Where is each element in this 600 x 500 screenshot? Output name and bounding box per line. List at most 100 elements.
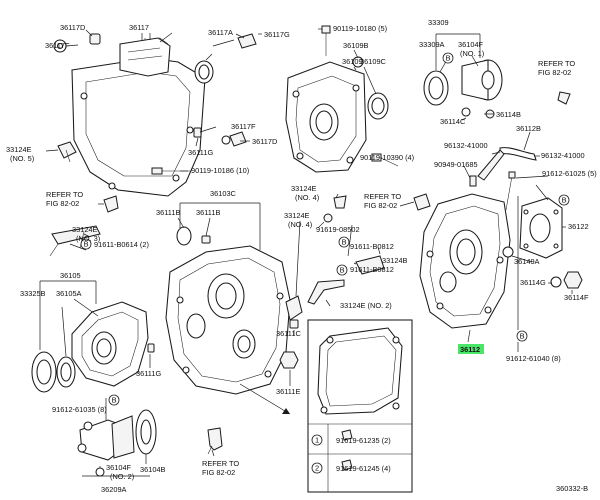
bolt-36111e[interactable] [279,351,299,369]
label-36109[interactable]: 36109 [342,57,363,66]
label-36111g-top[interactable]: 36111G [188,148,213,157]
label-90119-10390[interactable]: 90119-10390 (4) [360,153,414,162]
label-36209a[interactable]: 36209A [101,485,127,494]
label-33309[interactable]: 33309 [428,18,449,27]
label-36117d[interactable]: 36117D [60,23,85,32]
label-96132-b[interactable]: 96132-41000 [541,151,585,160]
washer-36104f-no2[interactable] [95,467,105,477]
label-36149a[interactable]: 36149A [514,257,540,266]
label-36112b[interactable]: 36112B [516,124,541,133]
label-33124e-b[interactable]: 33124E [284,211,310,220]
label-refer-4[interactable]: REFER TO [202,459,239,468]
label-36109c[interactable]: 36109C [360,57,387,66]
label-36111b[interactable]: 36111B [156,208,180,217]
label-91619-08502[interactable]: 91619-08502 [316,225,360,234]
label-36114c[interactable]: 36114C [440,117,466,126]
label-36114b[interactable]: 36114B [496,110,521,119]
seal-36109c[interactable] [367,92,389,120]
label-36111c[interactable]: 36111C [276,329,301,338]
label-33325b[interactable]: 33325B [20,289,46,298]
oil-seal-33309a[interactable] [423,70,449,106]
shift-lever-bracket[interactable] [285,295,303,321]
clip-33124e-no4[interactable] [333,195,347,209]
bolt-91619-61245[interactable] [341,459,353,471]
label-91612-61040[interactable]: 91612-61040 (8) [506,354,561,363]
seal-36109b[interactable] [352,56,364,68]
label-36105a[interactable]: 36105A [56,289,82,298]
pin-36111g-top[interactable] [193,127,202,138]
label-36111b-b[interactable]: 36111B [196,208,220,217]
label-91611-b0614[interactable]: 91611-B0614 (2) [94,240,149,249]
oil-seal-36117g[interactable] [194,60,214,84]
bolt-91619-08502[interactable] [317,213,333,229]
label-36103c[interactable]: 36103C [210,189,237,198]
label-36111g-mid[interactable]: 36111G [136,369,161,378]
label-91611-b0812-a[interactable]: 91611-B0812 [350,242,394,251]
label-refer-3-fig[interactable]: FIG 82-02 [538,68,571,77]
label-refer-4-fig[interactable]: FIG 82-02 [202,468,235,477]
label-refer-2[interactable]: REFER TO [364,192,401,201]
bolt-90119-10390[interactable] [371,153,399,167]
bolt-91619-61235[interactable] [341,429,353,441]
label-36104b[interactable]: 36104B [140,465,166,474]
label-91611-b0812-b[interactable]: 91611-B0812 [350,265,394,274]
label-91612-61035[interactable]: 91612-61035 (8) [52,405,107,414]
oil-seal-36104b[interactable] [135,409,157,455]
clip-refer-82-02-top[interactable] [557,91,571,105]
front-drive-flange-36209a[interactable] [77,415,135,461]
washer-36114c[interactable] [461,107,471,117]
label-36104f[interactable]: 36104F [458,40,484,49]
label-33124e-no5[interactable]: 33124E [6,145,32,154]
label-96132-a[interactable]: 96132-41000 [444,141,488,150]
cover-36122[interactable] [519,197,563,259]
label-refer-1[interactable]: REFER TO [46,190,83,199]
label-33124e-no3[interactable]: 33124E [72,225,98,234]
oil-seal-36105a[interactable] [56,356,76,388]
label-refer-2-fig[interactable]: FIG 82-02 [364,201,397,210]
label-33124e-no2[interactable]: 33124E (NO. 2) [340,301,392,310]
label-36117f[interactable]: 36117F [45,41,70,50]
plug-36117d-b[interactable] [221,131,247,147]
bracket-33124e-no3[interactable] [49,225,101,257]
label-36122[interactable]: 36122 [568,222,589,231]
label-36117[interactable]: 36117 [129,23,149,32]
pin-36111g-mid[interactable] [147,343,155,353]
label-refer-1-fig[interactable]: FIG 82-02 [46,199,79,208]
breather-hose-36112b[interactable] [477,147,537,181]
label-90119-10186[interactable]: 90119-10186 (10) [191,166,249,175]
plug-36117d[interactable] [89,33,101,45]
label-36109b[interactable]: 36109B [343,41,369,50]
bracket-refer-82-02-bottom[interactable] [207,427,223,455]
transfer-case-36103c[interactable] [165,245,291,395]
label-36105[interactable]: 36105 [60,271,81,280]
label-33124e-no4[interactable]: 33124E [291,184,317,193]
gasket-36114g[interactable] [550,276,562,288]
label-33309a[interactable]: 33309A [419,40,445,49]
companion-flange-33309[interactable] [461,59,503,101]
bolt-90119-10180[interactable] [321,25,331,56]
nut-36114f[interactable] [563,271,583,289]
bracket-33124e-no2[interactable] [307,279,345,305]
label-91619-61245[interactable]: 91619-61245 (4) [336,464,391,473]
label-36117d-b[interactable]: 36117D [252,137,277,146]
label-91619-61235[interactable]: 91619-61235 (2) [336,436,391,445]
clip-refer-82-02-left[interactable] [103,195,119,213]
clip-refer-82-02-mid[interactable] [413,193,431,211]
oil-seal-36111b[interactable] [176,226,192,246]
label-90119-10180[interactable]: 90119-10180 (5) [333,24,387,33]
front-transfer-case-36112[interactable] [419,193,511,329]
washer-36149a[interactable] [502,246,514,258]
oil-seal-33325b[interactable] [31,351,57,393]
label-36114f[interactable]: 36114F [564,293,589,302]
bracket-33124b[interactable] [355,255,385,275]
rear-cover-assembly[interactable] [71,37,206,197]
pin-36111b[interactable] [201,235,211,244]
bolt-36112-stud[interactable] [505,171,516,211]
label-91612-61025[interactable]: 91612-61025 (5) [542,169,597,178]
label-36104f-2[interactable]: 36104F [106,463,132,472]
label-36111e[interactable]: 36111E [276,387,300,396]
label-36117g[interactable]: 36117G [264,30,290,39]
label-36117f-b[interactable]: 36117F [231,122,256,131]
gasket-36117f[interactable] [53,39,67,53]
label-36114g[interactable]: 36114G [520,278,546,287]
